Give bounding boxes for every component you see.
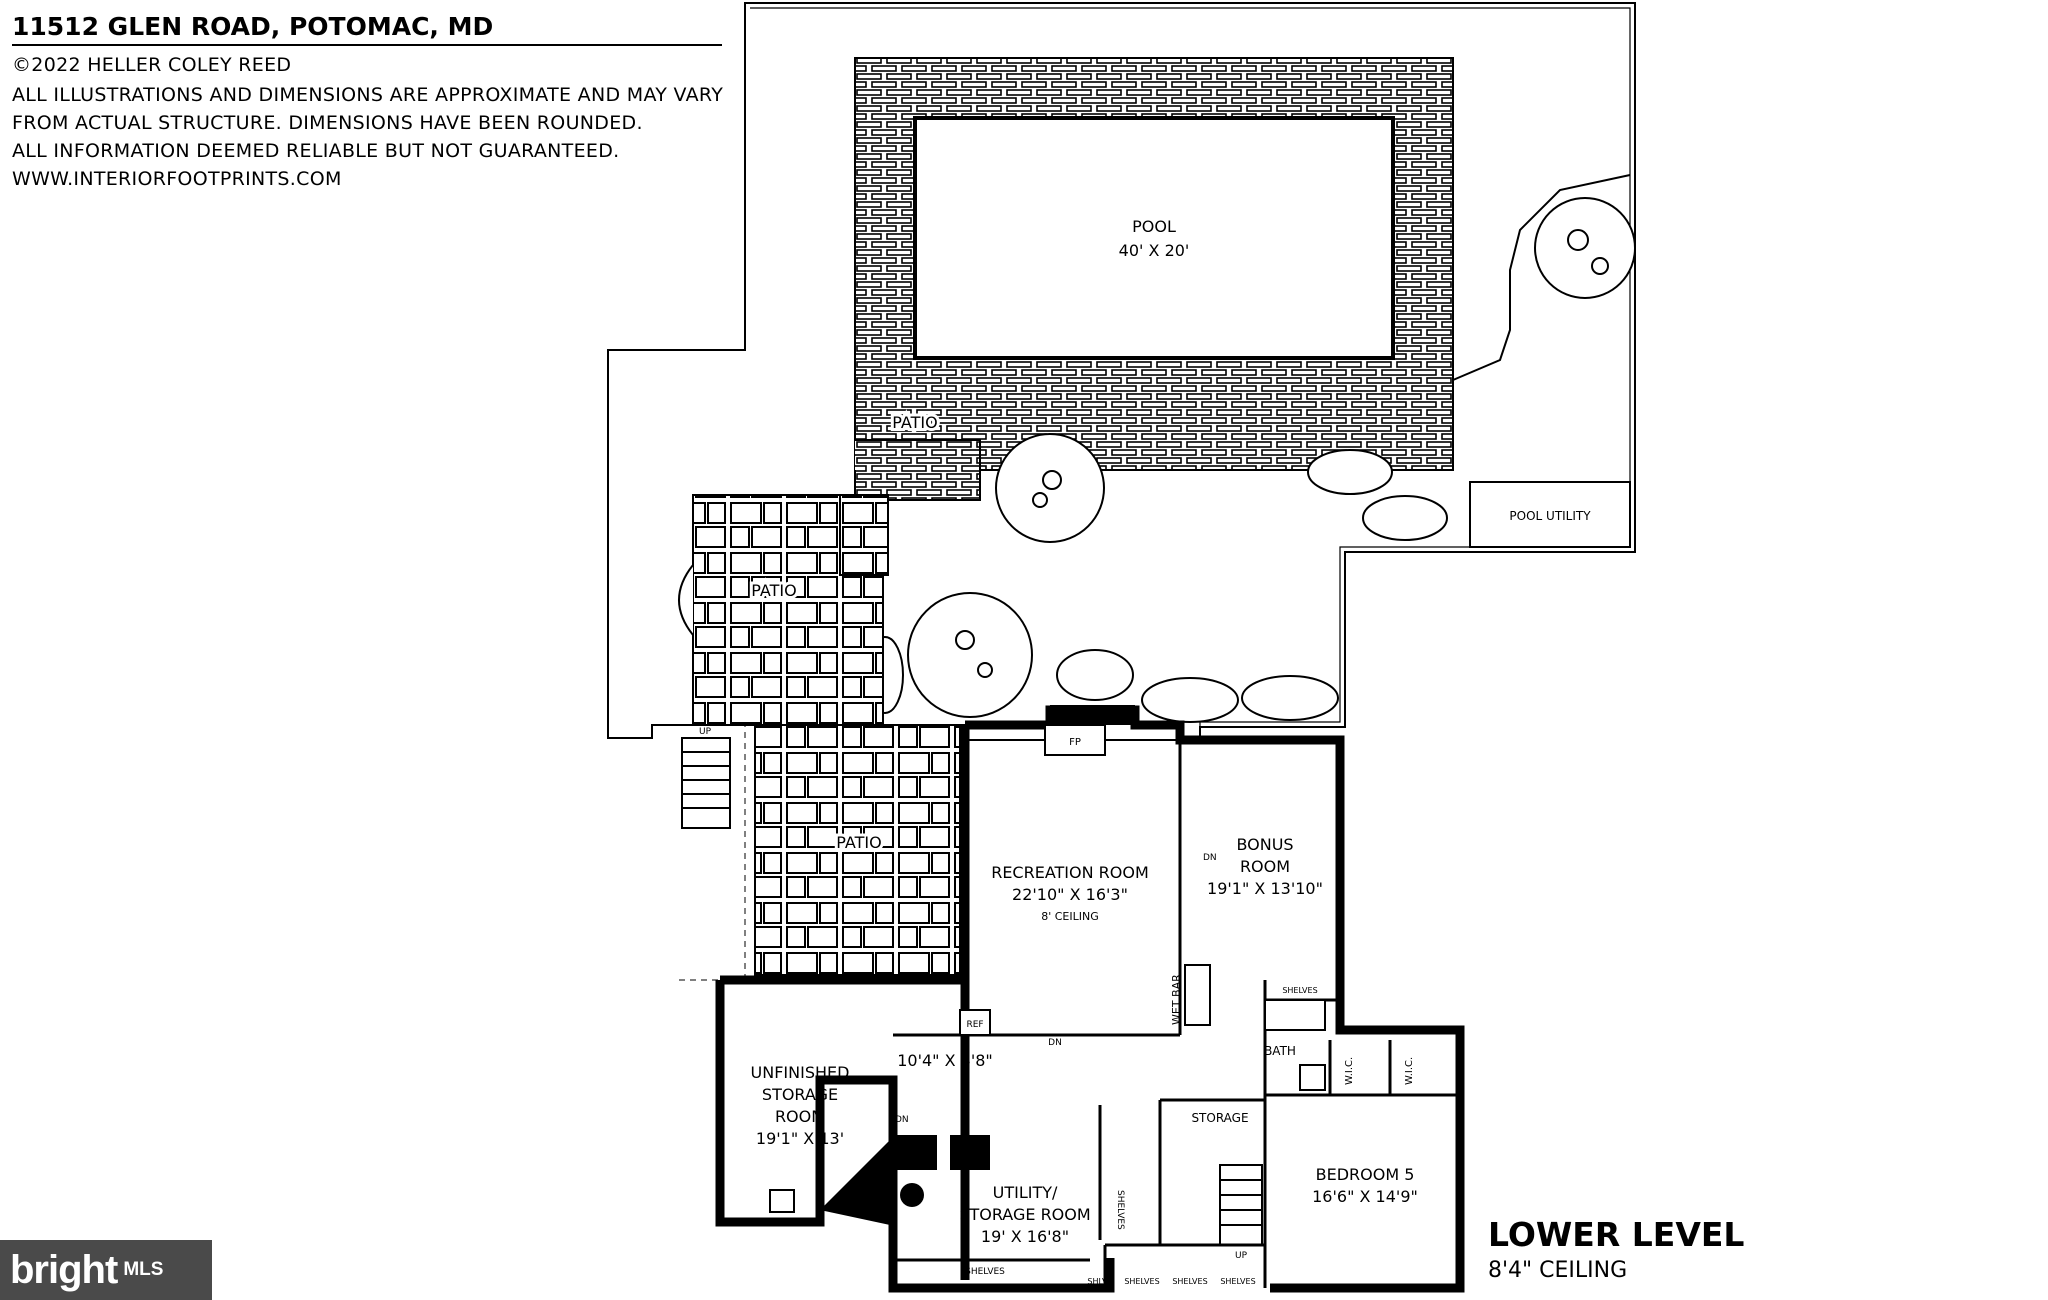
up-exterior-label: UP	[699, 727, 712, 737]
utility-sink	[769, 1189, 795, 1213]
bonus-room-name-1: BONUS	[1236, 835, 1293, 854]
building-walls	[715, 705, 1465, 1293]
website-link[interactable]: WWW.INTERIORFOOTPRINTS.COM	[12, 168, 342, 190]
disclaimer-line-2: FROM ACTUAL STRUCTURE. DIMENSIONS HAVE B…	[12, 112, 643, 134]
recreation-room-dims: 22'10" X 16'3"	[1012, 885, 1128, 904]
wic-1: W.I.C.	[1344, 1057, 1355, 1085]
shelves-2: SHELVES	[1172, 1277, 1207, 1286]
copyright-text: ©2022 HELLER COLEY REED	[12, 54, 292, 76]
patio-lower-label: PATIO	[836, 833, 881, 852]
dn-unfinished: DN	[895, 1115, 909, 1125]
utility-name-2: STORAGE ROOM	[959, 1205, 1090, 1224]
wic-2: W.I.C.	[1404, 1057, 1415, 1085]
shlvs-label: SHLVS	[1087, 1277, 1112, 1286]
unfinished-name-3: ROOM	[775, 1107, 825, 1126]
dn-rec: DN	[1048, 1038, 1062, 1048]
utility-dims: 19' X 16'8"	[981, 1227, 1069, 1246]
unfinished-name-1: UNFINISHED	[751, 1063, 850, 1082]
wet-bar-label: WET BAR	[1170, 974, 1183, 1025]
shelves-bottom: SHELVES	[965, 1267, 1005, 1277]
pool-utility-label: POOL UTILITY	[1509, 509, 1591, 523]
dn-bonus: DN	[1203, 853, 1217, 863]
recreation-room-name: RECREATION ROOM	[991, 863, 1149, 882]
logo-bright: bright	[10, 1247, 118, 1292]
address-title: 11512 GLEN ROAD, POTOMAC, MD	[12, 12, 494, 41]
patio-top-label: PATIO	[892, 413, 937, 432]
trees	[866, 197, 1636, 723]
recreation-room-ceiling: 8' CEILING	[1041, 910, 1099, 923]
exterior-stairs	[681, 737, 731, 829]
up-label: UP	[1235, 1251, 1248, 1261]
logo-mls: MLS	[123, 1259, 164, 1280]
shelves-bath: SHELVES	[1282, 986, 1317, 995]
ref-label: REF	[966, 1020, 983, 1030]
level-title: LOWER LEVEL	[1488, 1215, 1745, 1254]
level-ceiling: 8'4" CEILING	[1488, 1258, 1628, 1283]
header-rule	[12, 44, 722, 46]
bonus-room-dims: 19'1" X 13'10"	[1207, 879, 1323, 898]
hall-dims: 10'4" X 8'8"	[897, 1051, 993, 1070]
shelves-3: SHELVES	[1220, 1277, 1255, 1286]
unfinished-name-2: STORAGE	[762, 1085, 838, 1104]
pool	[913, 116, 1395, 360]
shelves-1: SHELVES	[1124, 1277, 1159, 1286]
storage-label: STORAGE	[1191, 1111, 1248, 1125]
interior-stairs	[1219, 1164, 1263, 1246]
shelves-utility-vertical: SHELVES	[1115, 1190, 1125, 1230]
patio-left-label: PATIO	[751, 581, 796, 600]
fp-label: FP	[1069, 737, 1081, 748]
bonus-room-name-2: ROOM	[1240, 857, 1290, 876]
patio-lower-area	[754, 724, 961, 976]
bath-label: BATH	[1264, 1044, 1296, 1058]
pool-utility	[1469, 481, 1631, 548]
disclaimer-line-3: ALL INFORMATION DEEMED RELIABLE BUT NOT …	[12, 140, 620, 162]
wet-bar	[1184, 964, 1211, 1026]
disclaimer-line-1: ALL ILLUSTRATIONS AND DIMENSIONS ARE APP…	[12, 84, 724, 106]
pool-dims: 40' X 20'	[1119, 241, 1190, 260]
bedroom5-name: BEDROOM 5	[1316, 1165, 1415, 1184]
utility-name-1: UTILITY/	[993, 1183, 1058, 1202]
pool-label: POOL	[1132, 217, 1176, 236]
bedroom5-dims: 16'6" X 14'9"	[1312, 1187, 1418, 1206]
refrigerator	[959, 1009, 991, 1036]
unfinished-dims: 19'1" X 13'	[756, 1129, 844, 1148]
bright-mls-logo: bright MLS	[0, 1240, 212, 1300]
bathtub	[1264, 999, 1326, 1031]
